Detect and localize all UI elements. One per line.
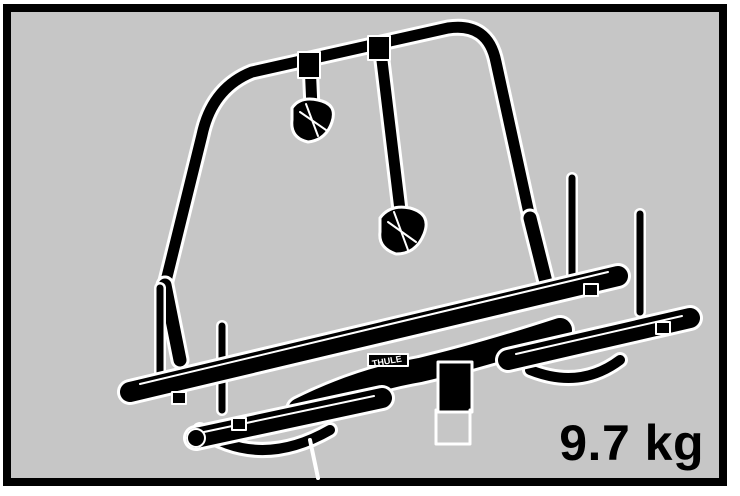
frame-clamp-upper	[290, 97, 335, 144]
wheel-straps	[171, 283, 671, 448]
carrier-arch-frame	[155, 18, 558, 370]
weight-label: 9.7 kg	[559, 415, 704, 471]
hitch-mount	[285, 315, 575, 446]
frame-clamp-lower	[378, 205, 428, 256]
wheel-rail-rear	[117, 263, 631, 405]
